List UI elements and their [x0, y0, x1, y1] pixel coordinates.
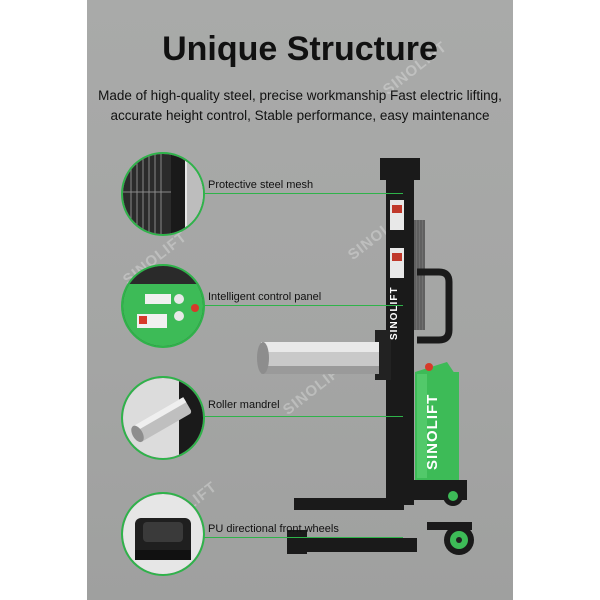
connector-line — [203, 416, 403, 417]
callout-control-panel — [121, 264, 205, 348]
brand-logo-mast: SINOLIFT — [389, 286, 400, 340]
feature-label-front-wheels: PU directional front wheels — [208, 523, 339, 535]
connector-line — [203, 537, 403, 538]
roller-mandrel-icon — [123, 378, 203, 458]
control-panel-icon — [123, 266, 203, 346]
electric-stacker-illustration — [257, 158, 474, 555]
callout-front-wheels — [121, 492, 205, 576]
callout-roller-mandrel — [121, 376, 205, 460]
callout-steel-mesh — [121, 152, 205, 236]
page-title: Unique Structure — [162, 30, 438, 68]
subtitle-line-1: Made of high-quality steel, precise work… — [98, 88, 502, 103]
subtitle-line-2: accurate height control, Stable performa… — [110, 108, 490, 123]
connector-line — [203, 193, 403, 194]
front-wheel-icon — [123, 494, 203, 574]
feature-label-roller-mandrel: Roller mandrel — [208, 399, 280, 411]
brand-logo-body: SINOLIFT — [424, 393, 441, 470]
feature-label-steel-mesh: Protective steel mesh — [208, 179, 314, 191]
feature-label-control-panel: Intelligent control panel — [208, 291, 322, 303]
product-poster: SINOLIFT SINOLIFT SINOLIFT SINOLIFT SINO… — [87, 0, 513, 600]
connector-line — [203, 305, 403, 306]
steel-mesh-icon — [123, 154, 203, 234]
